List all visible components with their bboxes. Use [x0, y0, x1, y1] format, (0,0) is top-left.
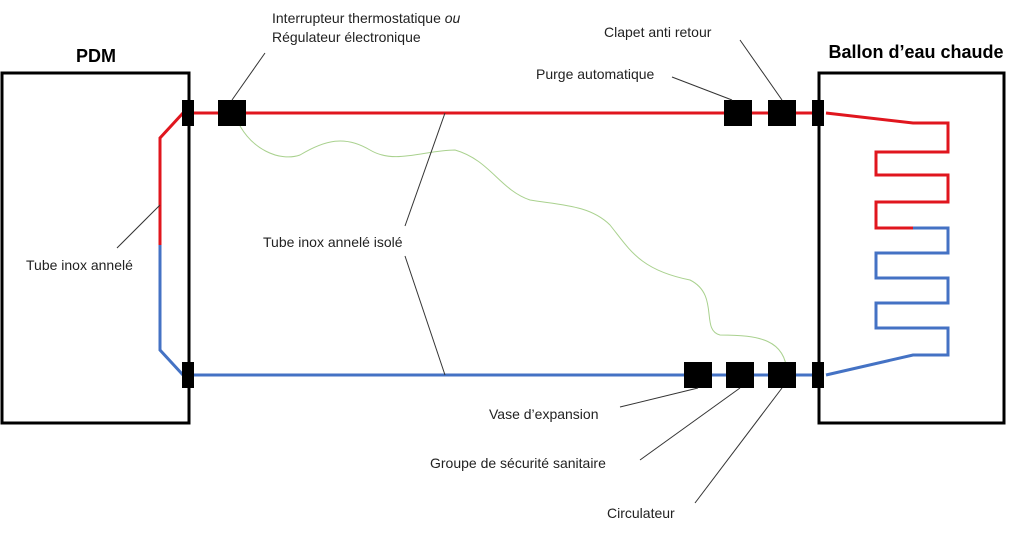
auto-purge-label: Purge automatique: [536, 66, 655, 82]
tube-inox-insulated-label: Tube inox annelé isolé: [263, 234, 403, 250]
pdm-hot-connector: [182, 100, 194, 126]
tank-box: [817, 71, 1006, 425]
pdm-cold-connector: [182, 362, 194, 388]
pdm-box: [0, 71, 191, 425]
check-valve-label: Clapet anti retour: [604, 24, 712, 40]
auto-purge-valve: [724, 100, 752, 126]
circulator: [768, 362, 796, 388]
pdm-title: PDM: [76, 46, 116, 66]
circulator-label: Circulateur: [607, 505, 675, 521]
thermostat-label: Interrupteur thermostatique ou: [272, 10, 461, 26]
leader-lines: [116, 39, 783, 504]
expansion-vessel: [684, 362, 712, 388]
tank-hot-connector: [812, 100, 824, 126]
thermostat-switch: [218, 100, 246, 126]
check-valve: [768, 100, 796, 126]
hot-pipe: [158, 111, 950, 245]
regulator-label: Régulateur électronique: [272, 29, 421, 45]
expansion-vessel-label: Vase d’expansion: [489, 406, 598, 422]
safety-group: [726, 362, 754, 388]
tube-inox-label: Tube inox annelé: [26, 257, 133, 273]
tank-cold-connector: [812, 362, 824, 388]
cold-pipe: [158, 226, 950, 377]
tank-title: Ballon d’eau chaude: [828, 42, 1003, 62]
safety-group-label: Groupe de sécurité sanitaire: [430, 455, 606, 471]
sensor-wire: [235, 117, 788, 373]
